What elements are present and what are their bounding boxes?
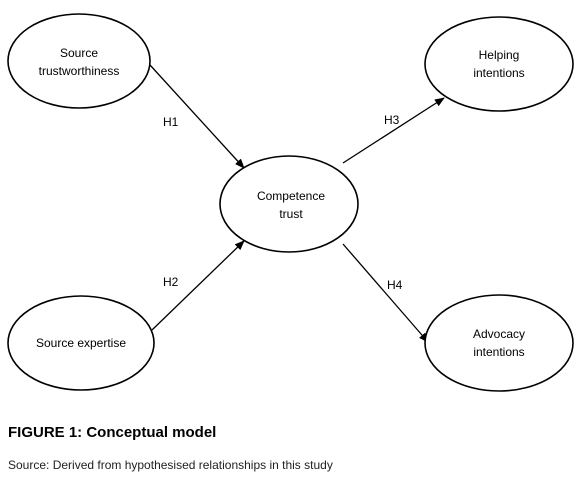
node-helping-intentions: Helping intentions xyxy=(424,16,574,112)
node-label: Helping xyxy=(479,48,520,62)
figure-title: FIGURE 1: Conceptual model xyxy=(8,424,217,441)
hypothesis-label-h3: H3 xyxy=(384,113,400,127)
edge-expertise-to-competence xyxy=(151,240,245,331)
hypothesis-label-h2: H2 xyxy=(163,275,179,289)
figure-source-note: Source: Derived from hypothesised relati… xyxy=(8,458,333,472)
node-label: intentions xyxy=(473,345,524,359)
node-advocacy-intentions: Advocacy intentions xyxy=(424,294,574,392)
node-label: Competence xyxy=(257,189,325,203)
node-source-trustworthiness: Source trustworthiness xyxy=(7,13,151,109)
node-source-expertise: Source expertise xyxy=(7,295,155,391)
node-label: intentions xyxy=(473,66,524,80)
node-competence-trust: Competence trust xyxy=(219,155,359,253)
node-label: trust xyxy=(279,207,303,221)
node-label: Advocacy xyxy=(473,327,525,341)
edge-competence-to-advocacy xyxy=(342,243,429,343)
hypothesis-label-h4: H4 xyxy=(387,278,403,292)
edge-trustworthiness-to-competence xyxy=(149,64,245,169)
edge-competence-to-helping xyxy=(342,97,445,164)
node-label: Source xyxy=(60,46,98,60)
conceptual-model-diagram: H1 H2 H3 H4 Source trustworthiness Sourc… xyxy=(7,13,574,392)
node-label: trustworthiness xyxy=(39,64,120,78)
node-label: Source expertise xyxy=(36,336,126,350)
hypothesis-label-h1: H1 xyxy=(163,115,179,129)
